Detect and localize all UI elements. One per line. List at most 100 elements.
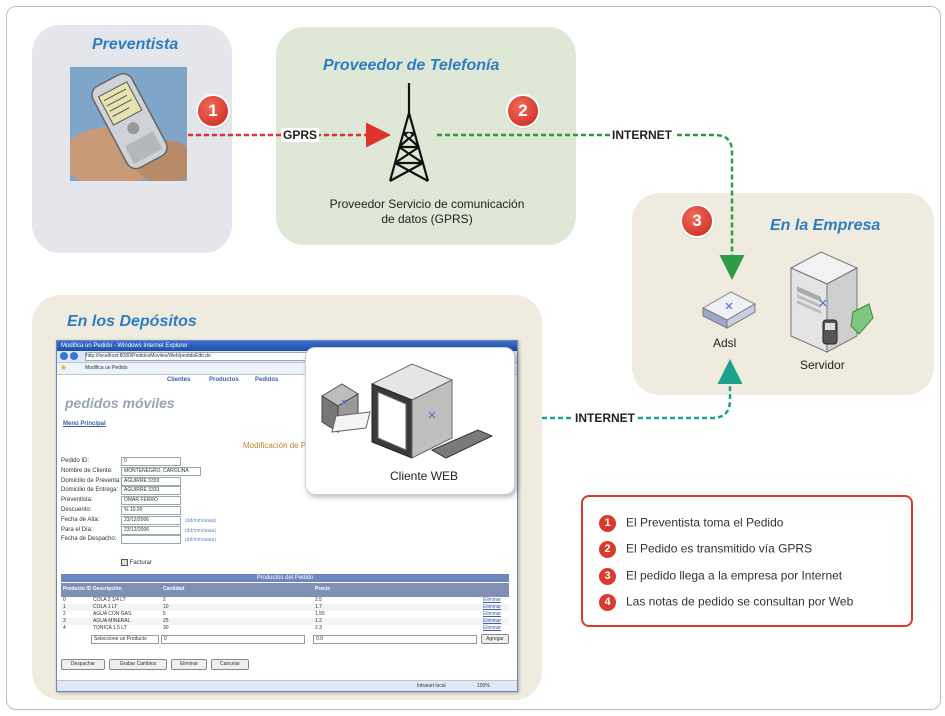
table-cell: 2	[163, 597, 166, 603]
form-field-label: Fecha de Despacho:	[61, 536, 117, 543]
form-field-input[interactable]	[121, 535, 181, 545]
table-cell: 1.55	[315, 611, 325, 617]
nav-productos[interactable]: Productos	[209, 377, 239, 383]
facturar-checkbox[interactable]: Facturar	[121, 559, 152, 566]
form-field-input[interactable]: OMAR FERRO	[121, 496, 181, 506]
form-field-input[interactable]: AGUIRRE 3333	[121, 486, 181, 496]
legend-text: El Pedido es transmitido vía GPRS	[626, 541, 813, 556]
panel-title-depositos: En los Depósitos	[67, 313, 197, 330]
panel-title-proveedor: Proveedor de Telefonía	[323, 57, 500, 74]
site-nav: Clientes Productos Pedidos	[167, 377, 517, 389]
column-header: Cantidad	[163, 586, 185, 592]
eliminar-link[interactable]: Eliminar	[483, 604, 502, 610]
legend-number: 3	[599, 568, 616, 585]
table-cell: AGUA MINERAL	[93, 618, 131, 624]
form-field-input[interactable]: 23/12/2006	[121, 525, 181, 535]
step-badge-3: 3	[682, 206, 712, 236]
label-internet-bottom: INTERNET	[573, 411, 637, 425]
form-field-label: Domicilio de Preventa:	[61, 477, 122, 484]
legend-number: 2	[599, 541, 616, 558]
label-servidor: Servidor	[800, 358, 845, 372]
back-icon[interactable]	[60, 352, 68, 360]
form-field-input[interactable]: AGUIRRE 3333	[121, 476, 181, 486]
legend-text: El Preventista toma el Pedido	[626, 515, 784, 530]
proveedor-desc-line1: Proveedor Servicio de comunicación	[329, 197, 525, 211]
form-button[interactable]: Cancelar	[211, 659, 249, 670]
eliminar-link[interactable]: Eliminar	[483, 618, 502, 624]
status-zone: Intranet local	[417, 683, 446, 689]
legend-text: Las notas de pedido se consultan por Web	[626, 594, 854, 609]
form-field-input[interactable]: MONTENEGRO, CAROLINA	[121, 466, 201, 476]
form-field-label: Preventista:	[61, 497, 93, 504]
form-field-label: Nombre de Cliente:	[61, 467, 113, 474]
table-cell: AGUA CON GAS	[93, 611, 132, 617]
form-field-label: Descuento:	[61, 507, 92, 513]
form-field-label: Fecha de Alta:	[61, 516, 100, 523]
table-cell: 3	[63, 618, 66, 624]
form-field-label: Para el Día:	[61, 526, 93, 533]
eliminar-link[interactable]: Eliminar	[483, 597, 502, 603]
table-cell: 1	[63, 604, 66, 610]
form-title: Modificación de P	[243, 441, 307, 450]
nav-clientes[interactable]: Clientes	[167, 377, 191, 383]
form-button[interactable]: Despachar	[61, 659, 105, 670]
form-field-input[interactable]: % 10.00	[121, 506, 181, 515]
status-zoom[interactable]: 100%	[477, 683, 490, 689]
price-input[interactable]: 0.0	[313, 635, 477, 644]
favorites-star-icon[interactable]: ★	[60, 363, 68, 372]
label-gprs: GPRS	[281, 128, 320, 142]
table-cell: COLA 1 LT	[93, 604, 118, 610]
form-field-input[interactable]: 0	[121, 457, 181, 466]
step-badge-2: 2	[508, 96, 538, 126]
date-format-hint: (dd/mm/aaaa)	[185, 527, 217, 534]
checkbox-icon[interactable]	[121, 559, 128, 566]
form-field-label: Pedido ID:	[61, 458, 90, 464]
table-cell: 0	[63, 597, 66, 603]
legend-item: 4 Las notas de pedido se consultan por We…	[599, 594, 853, 611]
add-product-button[interactable]: Agregar	[481, 634, 509, 644]
date-format-hint: (dd/mm/aaaa)	[185, 517, 217, 524]
step-badge-1: 1	[198, 96, 228, 126]
forward-icon[interactable]	[70, 352, 78, 360]
products-header: Productos del Pedido	[61, 574, 509, 582]
server-icon	[789, 251, 874, 353]
form-button[interactable]: Grabar Cambios	[109, 659, 167, 670]
quantity-input[interactable]: 0	[161, 635, 305, 644]
form-button[interactable]: Eliminar	[171, 659, 207, 670]
panel-title-preventista: Preventista	[92, 36, 179, 53]
legend-number: 1	[599, 515, 616, 532]
browser-window: Modifica un Pedido - Windows Internet Ex…	[56, 340, 518, 692]
legend-item: 2 El Pedido es transmitido vía GPRS	[599, 541, 812, 558]
label-cliente-web: Cliente WEB	[390, 469, 459, 483]
table-cell: 1.7	[315, 604, 322, 610]
browser-title: Modifica un Pedido - Windows Internet Ex…	[57, 341, 517, 351]
column-header: Descripción	[93, 586, 122, 592]
product-select[interactable]: Seleccione un Producto	[91, 635, 159, 644]
table-cell: 2.5	[315, 597, 322, 603]
menu-principal-link[interactable]: Menú Principal	[63, 421, 106, 427]
column-header: Producto ID	[63, 586, 92, 592]
browser-url[interactable]: http://localhost:8080/PedidosMoviles/Web…	[85, 352, 307, 361]
eliminar-link[interactable]: Eliminar	[483, 625, 502, 631]
facturar-label: Facturar	[129, 560, 153, 567]
nav-pedidos[interactable]: Pedidos	[255, 377, 279, 383]
cliente-web-card: Cliente WEB	[305, 347, 515, 495]
arrow-internet-bottom	[542, 359, 743, 420]
adsl-modem-icon	[701, 291, 757, 329]
label-internet-top: INTERNET	[610, 128, 674, 142]
status-bar: Intranet local 100%	[57, 680, 517, 691]
column-header: Precio	[315, 586, 331, 592]
browser-tab[interactable]: Modifica un Pedido	[85, 365, 128, 371]
legend-number: 4	[599, 594, 616, 611]
legend-item: 1 El Preventista toma el Pedido	[599, 515, 783, 532]
table-cell: 2	[63, 611, 66, 617]
arrow-internet-top	[437, 133, 745, 280]
eliminar-link[interactable]: Eliminar	[483, 611, 502, 617]
computer-printer-icon	[321, 363, 494, 459]
form-field-input[interactable]: 23/12/2006	[121, 515, 181, 525]
